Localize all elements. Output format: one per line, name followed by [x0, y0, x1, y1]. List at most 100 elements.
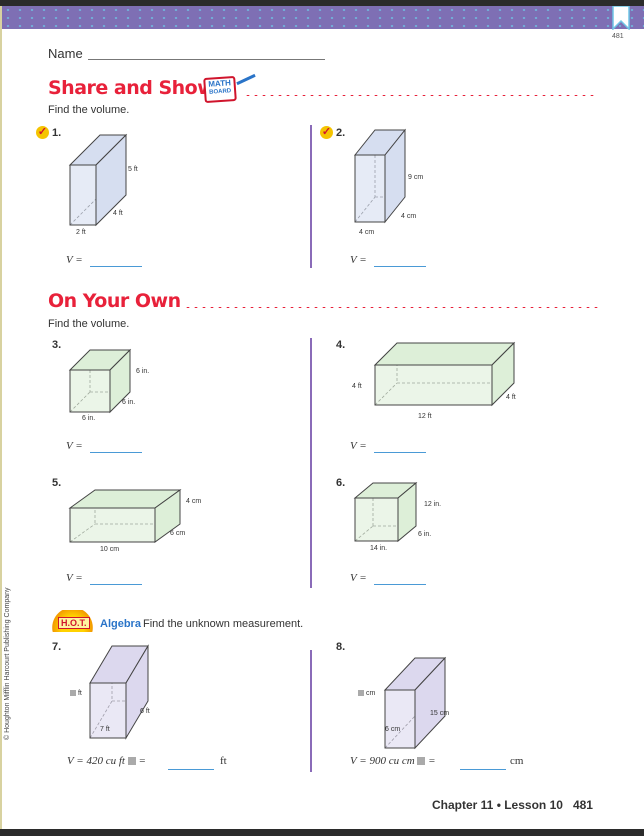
answer-label: V =	[66, 572, 83, 584]
rectangular-prism	[383, 656, 447, 750]
column-divider	[310, 125, 312, 268]
dimension-label: 6 cm	[385, 726, 400, 733]
dimension-value: 6 cm	[385, 726, 401, 733]
dimension-value: 12 in.	[424, 501, 442, 508]
unknown-box	[358, 690, 364, 696]
dimension-value: 15 cm	[430, 710, 450, 717]
dimension-label: 4 cm	[186, 498, 201, 505]
dimension-value: 6 ft	[140, 708, 150, 715]
rectangular-prism	[373, 341, 516, 407]
chapter-lesson: Chapter 11 • Lesson 10	[432, 798, 563, 812]
dimension-value: 6 in.	[418, 531, 432, 538]
page-number: 481	[572, 798, 593, 812]
answer-label: V = 900 cu cm	[350, 755, 415, 767]
copyright: © Houghton Mifflin Harcourt Publishing C…	[4, 587, 11, 741]
dimension-label: 5 ft	[128, 166, 138, 173]
unit-label: ft	[220, 755, 227, 767]
dimension-value: 5 ft	[128, 166, 138, 173]
answer-label: V =	[350, 254, 367, 266]
heading-dots	[184, 306, 598, 309]
problem-number: 7.	[52, 641, 62, 653]
dimension-value: 10 cm	[100, 546, 120, 553]
page-edge	[0, 6, 2, 830]
answer-field[interactable]	[168, 769, 214, 770]
problem-number: 8.	[336, 641, 346, 653]
window-top-bar	[0, 0, 644, 6]
heading-dots	[244, 94, 598, 97]
column-divider	[310, 338, 312, 588]
dimension-label: 6 in.	[418, 531, 431, 538]
hot-badge: H.O.T.	[58, 617, 90, 629]
rectangular-prism	[353, 481, 418, 543]
instruction: Find the volume.	[48, 104, 130, 116]
problem-number: 4.	[336, 339, 346, 351]
answer-field[interactable]	[90, 266, 142, 267]
unknown-box	[417, 757, 426, 765]
dimension-value: 7 ft	[100, 726, 110, 733]
answer-field[interactable]	[90, 584, 142, 585]
problem-number: 5.	[52, 477, 62, 489]
instruction: Find the volume.	[48, 318, 130, 330]
answer-field[interactable]	[460, 769, 506, 770]
dimension-label: 7 ft	[100, 726, 110, 733]
dimension-label: 4 ft	[113, 210, 123, 217]
answer-field[interactable]	[374, 584, 426, 585]
equals: =	[428, 755, 436, 767]
on-your-own-heading: On Your Own	[48, 290, 181, 312]
dimension-label: 12 in.	[424, 501, 441, 508]
checkmark-icon: ✓	[320, 126, 333, 139]
name-field[interactable]	[88, 59, 325, 60]
rectangular-prism	[68, 489, 182, 543]
rectangular-prism	[353, 128, 407, 224]
answer-field[interactable]	[374, 452, 426, 453]
dimension-label: 6 in.	[136, 368, 149, 375]
dimension-value: 9 cm	[408, 174, 424, 181]
dimension-label: 15 cm	[430, 710, 449, 717]
dimension-value: 14 in.	[370, 545, 388, 552]
answer-label: V =	[66, 254, 83, 266]
dimension-value: 6 cm	[170, 530, 186, 537]
problem-number: 1.	[52, 127, 62, 139]
dimension-value: 4 cm	[186, 498, 202, 505]
dimension-value: 4 cm	[359, 229, 375, 236]
bookmark-icon[interactable]	[612, 6, 630, 30]
share-and-show-heading: Share and Show	[48, 77, 215, 99]
dimension-label: cm	[358, 690, 375, 697]
dimension-label: 4 ft	[352, 383, 362, 390]
page-number-small: 481	[612, 33, 624, 40]
dimension-value: cm	[365, 690, 376, 697]
dimension-value: 4 ft	[352, 383, 362, 390]
dimension-label: 4 cm	[359, 229, 374, 236]
dimension-value: ft	[77, 690, 82, 697]
dimension-value: 6 in.	[82, 415, 96, 422]
dimension-label: 4 cm	[401, 213, 416, 220]
checkmark-icon: ✓	[36, 126, 49, 139]
problem-number: 2.	[336, 127, 346, 139]
unknown-box	[127, 757, 136, 765]
dimension-value: 2 ft	[76, 229, 86, 236]
rectangular-prism	[68, 348, 132, 414]
algebra-label: Algebra	[100, 618, 141, 630]
page-banner	[2, 6, 644, 29]
window-bottom-bar	[0, 829, 644, 836]
dimension-label: 12 ft	[418, 413, 432, 420]
dimension-label: 6 cm	[170, 530, 185, 537]
answer-label: V =	[350, 440, 367, 452]
dimension-value: 4 ft	[113, 210, 123, 217]
column-divider	[310, 650, 312, 772]
rectangular-prism	[89, 644, 149, 740]
dimension-value: 6 in.	[136, 368, 150, 375]
dimension-label: 4 ft	[506, 394, 516, 401]
answer-label: V =	[66, 440, 83, 452]
dimension-value: 4 cm	[401, 213, 417, 220]
answer-label: V =	[350, 572, 367, 584]
name-label: Name	[48, 46, 83, 61]
footer: Chapter 11 • Lesson 10 481	[432, 798, 593, 812]
problem-number: 3.	[52, 339, 62, 351]
answer-field[interactable]	[374, 266, 426, 267]
unit-label: cm	[510, 755, 524, 767]
instruction: Find the unknown measurement.	[143, 618, 304, 630]
answer-field[interactable]	[90, 452, 142, 453]
dimension-label: 6 ft	[140, 708, 150, 715]
